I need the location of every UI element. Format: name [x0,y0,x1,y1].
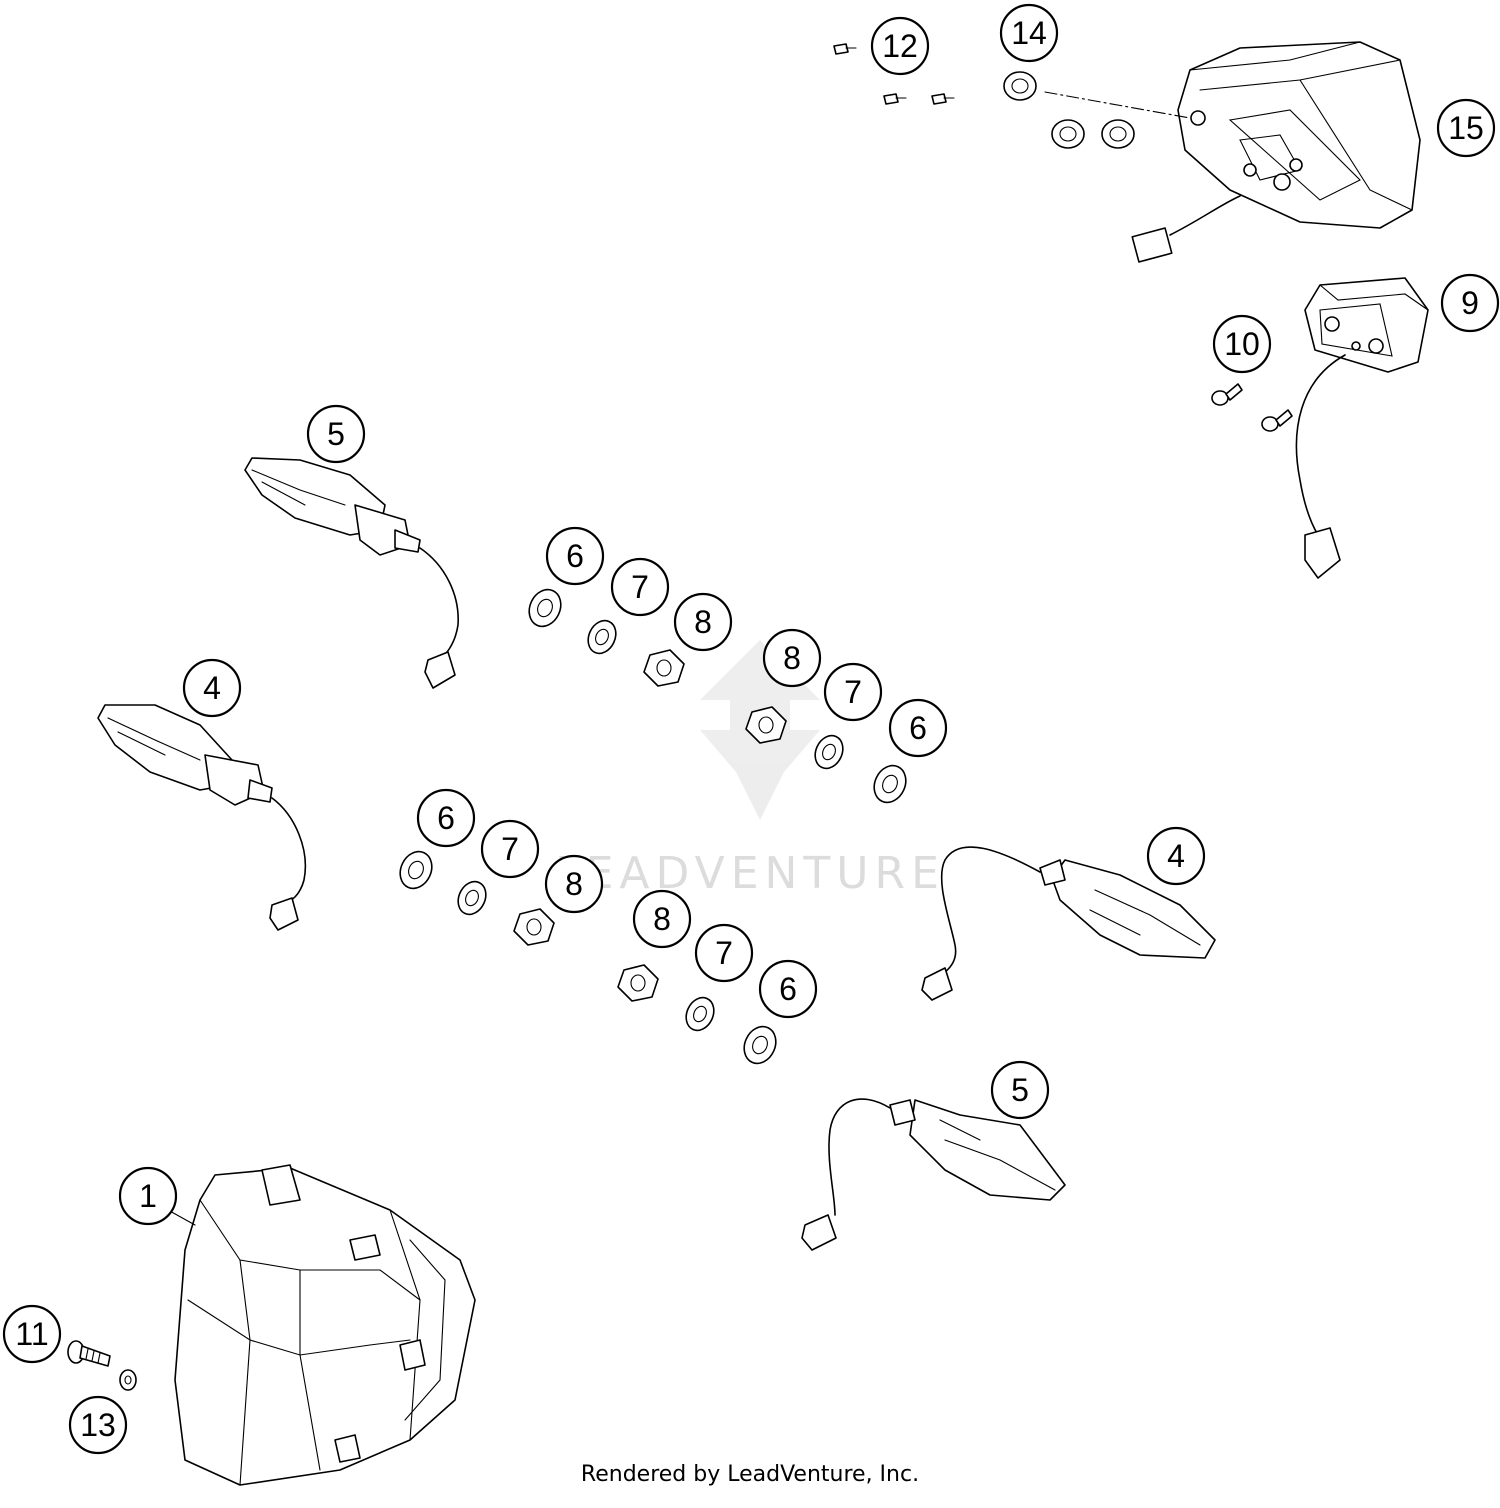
callout-10: 10 [1212,314,1272,374]
callout-6: 6 [545,526,605,586]
callout-label: 8 [565,866,583,902]
callout-label: 6 [909,710,927,746]
callout-8: 8 [673,592,733,652]
callout-8: 8 [632,889,692,949]
callout-5: 5 [990,1060,1050,1120]
callout-15: 15 [1436,98,1496,158]
callout-label: 1 [139,1178,157,1214]
callout-6: 6 [416,788,476,848]
callout-label: 6 [779,971,797,1007]
part-turn-signal-5-upper [244,457,459,689]
callout-4: 4 [1146,826,1206,886]
part-washer-13 [119,1369,137,1391]
callout-7: 7 [823,662,883,722]
callout-label: 5 [1011,1072,1029,1108]
part-screws-10 [1211,383,1293,432]
callout-label: 9 [1461,285,1479,321]
callout-label: 7 [844,674,862,710]
callout-11: 11 [2,1304,62,1364]
callout-label: 7 [715,935,733,971]
callout-7: 7 [480,819,540,879]
callout-label: 4 [1167,838,1185,874]
callout-7: 7 [694,923,754,983]
watermark-text: LEADVENTURE [555,848,945,899]
part-dashboard-15 [1044,41,1421,263]
callout-label: 14 [1011,15,1047,51]
callout-label: 7 [631,569,649,605]
part-screw-11 [67,1340,111,1367]
part-washers-nuts-upper [528,588,907,804]
callout-label: 8 [653,901,671,937]
part-grommets-14 [1003,71,1135,149]
callout-4: 4 [182,658,242,718]
callout-9: 9 [1440,273,1500,333]
callout-label: 11 [15,1316,48,1352]
callout-12: 12 [870,16,930,76]
callout-13: 13 [68,1395,128,1455]
callout-label: 4 [203,670,221,706]
callout-label: 7 [501,831,519,867]
callout-label: 5 [327,416,345,452]
callout-5: 5 [306,404,366,464]
callout-6: 6 [888,698,948,758]
callout-label: 8 [783,640,801,676]
callout-label: 13 [80,1407,116,1443]
callout-1: 1 [118,1166,178,1226]
part-turn-signal-4-left [97,704,306,931]
part-plate-light-9 [1295,277,1429,579]
callout-7: 7 [610,557,670,617]
part-washers-nuts-lower [399,850,777,1065]
callout-8: 8 [762,628,822,688]
callout-6: 6 [758,959,818,1019]
callout-label: 12 [882,28,918,64]
callouts: 1 4 4 5 5 6 6 6 6 7 7 7 7 8 8 8 8 9 10 1… [2,3,1500,1455]
credit-text: Rendered by LeadVenture, Inc. [580,1462,920,1487]
part-turn-signal-4-right [921,846,1216,1001]
callout-label: 10 [1224,326,1260,362]
callout-label: 8 [694,604,712,640]
part-headlight-1 [167,1164,476,1486]
callout-label: 15 [1448,110,1484,146]
callout-label: 6 [437,800,455,836]
part-screws-12 [833,43,955,105]
callout-8: 8 [544,854,604,914]
callout-label: 6 [566,538,584,574]
part-turn-signal-5-lower [801,1098,1066,1251]
callout-14: 14 [999,3,1059,63]
